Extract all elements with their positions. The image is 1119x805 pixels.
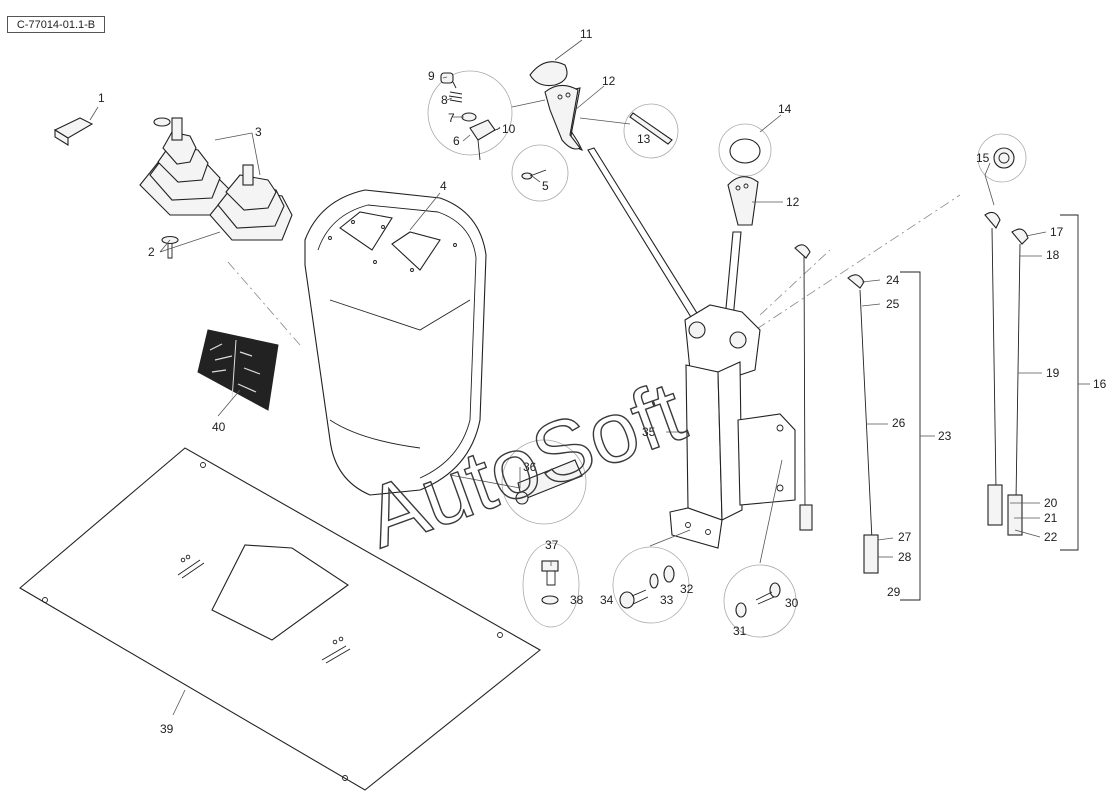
callout-label: 39 xyxy=(160,722,174,736)
callout-label: 12 xyxy=(602,74,616,88)
knob-cap-part xyxy=(440,72,457,89)
assembly-line xyxy=(759,249,831,316)
group-bracket xyxy=(1060,214,1079,551)
cap-part xyxy=(729,138,761,164)
knob-handle-part xyxy=(544,84,584,151)
strip-part xyxy=(515,459,583,505)
assembly-line xyxy=(227,261,301,346)
callout-label: 34 xyxy=(600,593,614,607)
callout-label: 24 xyxy=(886,273,900,287)
decal-part xyxy=(197,329,279,411)
bolt-part xyxy=(541,560,559,586)
callout-label: 30 xyxy=(785,596,799,610)
callout-label: 22 xyxy=(1044,530,1058,544)
cable-part xyxy=(1007,228,1029,536)
callout-label: 19 xyxy=(1046,366,1060,380)
callout-label: 38 xyxy=(570,593,584,607)
callout-label: 13 xyxy=(637,132,651,146)
console-cover-part xyxy=(304,189,487,496)
bolt-part xyxy=(755,582,781,605)
switch-body-part xyxy=(469,119,496,161)
leader-lines xyxy=(89,39,1090,716)
grommet-part xyxy=(993,147,1015,169)
callout-label: 1 xyxy=(98,91,105,105)
washer-part xyxy=(461,112,477,122)
lever-rod-part xyxy=(587,147,742,331)
cable-part xyxy=(794,244,813,531)
connector-part xyxy=(53,117,94,146)
callout-label: 5 xyxy=(542,179,549,193)
washer-part xyxy=(649,565,675,589)
callout-label: 36 xyxy=(523,460,537,474)
callout-label: 2 xyxy=(148,245,155,259)
callout-label: 33 xyxy=(660,593,674,607)
callout-label: 4 xyxy=(440,179,447,193)
callout-labels: 1 2 3 4 5 6 7 8 9 10 11 12 13 14 12 15 1… xyxy=(98,27,1107,736)
callout-label: 7 xyxy=(448,111,455,125)
callout-label: 25 xyxy=(886,297,900,311)
spring-part xyxy=(448,91,463,103)
callout-label: 35 xyxy=(642,425,656,439)
callout-label: 8 xyxy=(441,93,448,107)
knob-handle-part xyxy=(727,176,759,226)
callout-label: 17 xyxy=(1050,225,1064,239)
bolt-part xyxy=(619,589,649,609)
callout-label: 31 xyxy=(733,624,747,638)
knob-top-part xyxy=(529,61,568,87)
rubber-boot-part xyxy=(139,117,231,216)
callout-label: 40 xyxy=(212,420,226,434)
washer-part xyxy=(541,595,559,605)
callout-label: 11 xyxy=(580,27,593,41)
callout-label: 29 xyxy=(887,585,901,599)
callout-label: 32 xyxy=(680,582,694,596)
callout-label: 18 xyxy=(1046,248,1060,262)
callout-label: 27 xyxy=(898,530,912,544)
callout-label: 3 xyxy=(255,125,262,139)
callout-label: 23 xyxy=(938,429,952,443)
callout-label: 20 xyxy=(1044,496,1058,510)
callout-label: 12 xyxy=(786,195,800,209)
cable-part xyxy=(847,274,879,574)
callout-label: 15 xyxy=(976,151,990,165)
rubber-boot-part xyxy=(209,164,293,241)
assembly-line xyxy=(739,194,961,341)
callout-label: 14 xyxy=(778,102,792,116)
callout-label: 26 xyxy=(892,416,906,430)
callout-label: 16 xyxy=(1093,377,1107,391)
lever-bracket-part xyxy=(669,304,796,549)
callout-label: 9 xyxy=(428,69,435,83)
roll-pin-part xyxy=(629,112,673,145)
callout-label: 28 xyxy=(898,550,912,564)
drawing-code-label: C-77014-01.1-B xyxy=(7,16,105,33)
cable-part xyxy=(984,211,1003,526)
callout-label: 6 xyxy=(453,134,460,148)
washer-part xyxy=(735,602,747,618)
callout-label: 37 xyxy=(545,538,559,552)
callout-label: 21 xyxy=(1044,511,1058,525)
base-plate-part xyxy=(19,447,541,791)
callout-label: 10 xyxy=(502,122,516,136)
